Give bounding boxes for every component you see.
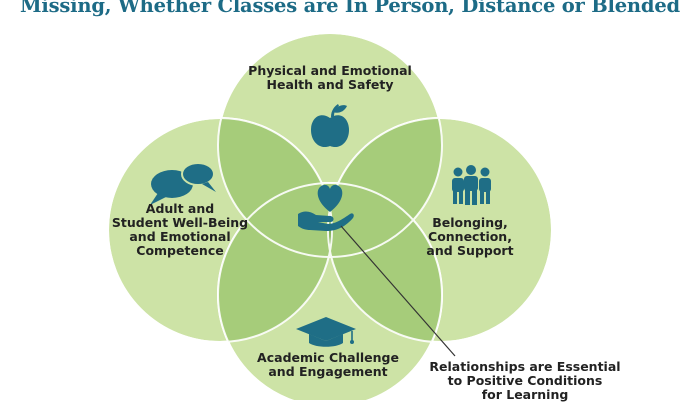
- label-line: Physical and Emotional: [248, 63, 412, 78]
- callout-line-text: to Positive Conditions: [447, 373, 603, 388]
- callout-line-text: for Learning: [481, 387, 569, 402]
- callout-line: [340, 225, 456, 357]
- label-physical-emotional-health: Physical and Emotional Health and Safety: [230, 64, 430, 92]
- speech-bubbles-icon: [150, 162, 216, 205]
- label-line: Academic Challenge: [257, 350, 399, 365]
- label-belonging-connection-support: Belonging, Connection, and Support: [410, 216, 530, 258]
- callout-relationships: Relationships are Essential to Positive …: [420, 360, 630, 402]
- graduation-cap-icon: [296, 317, 356, 347]
- label-line: Health and Safety: [266, 77, 394, 92]
- label-adult-student-wellbeing: Adult and Student Well-Being and Emotion…: [100, 202, 260, 258]
- callout-line-text: Relationships are Essential: [429, 359, 621, 374]
- label-line: and Support: [426, 243, 514, 258]
- people-group-icon: [452, 165, 491, 205]
- heart-in-hand-icon: [298, 184, 354, 231]
- label-line: Student Well-Being: [111, 215, 249, 230]
- page-title: Missing, Whether Classes are In Person, …: [20, 0, 680, 17]
- label-line: Belonging,: [432, 215, 508, 230]
- label-line: and Engagement: [268, 364, 388, 379]
- apple-icon: [311, 104, 349, 148]
- label-line: Adult and: [145, 201, 215, 216]
- label-academic-challenge: Academic Challenge and Engagement: [228, 351, 428, 379]
- label-line: Connection,: [428, 229, 512, 244]
- label-line: and Emotional: [129, 229, 231, 244]
- label-line: Competence: [136, 243, 224, 258]
